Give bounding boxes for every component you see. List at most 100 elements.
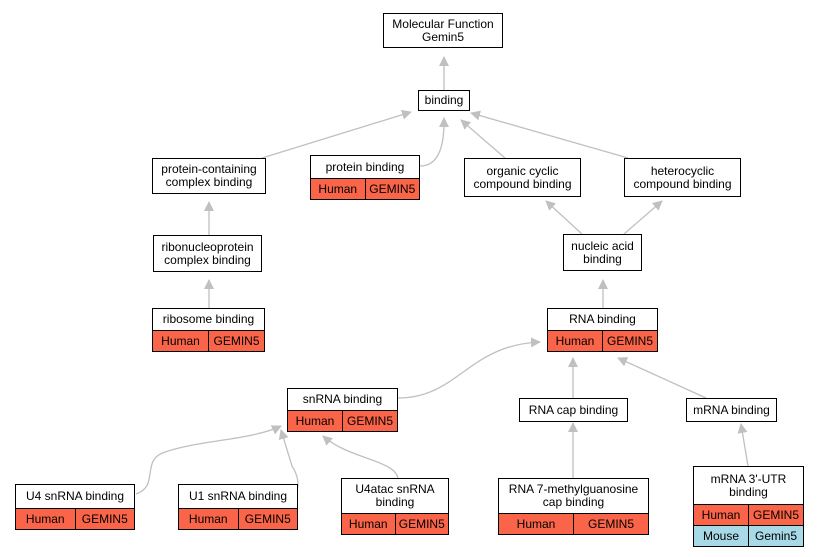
edge-heterocyclic-to-binding: [470, 110, 629, 159]
node-title-line: complex binding: [164, 252, 251, 267]
node-mrna-3utr-binding-title: mRNA 3'-UTR binding: [694, 467, 803, 504]
node-ribosome-binding-title: ribosome binding: [153, 309, 264, 330]
node-title-line: binding: [729, 484, 768, 499]
annotation-row-human: Human GEMIN5: [16, 508, 134, 529]
node-u4atac-snrna-binding-title: U4atac snRNA binding: [342, 479, 448, 513]
annotation-species: Human: [516, 517, 556, 531]
node-binding-title: binding: [419, 91, 469, 110]
node-u4atac-snrna-binding[interactable]: U4atac snRNA binding Human GEMIN5: [341, 478, 449, 535]
edge-snrna-to-rna-binding: [397, 337, 541, 399]
annotation-gene: GEMIN5: [364, 179, 420, 199]
node-snrna-binding[interactable]: snRNA binding Human GEMIN5: [287, 388, 398, 432]
node-u1-snrna-binding[interactable]: U1 snRNA binding Human GEMIN5: [178, 484, 298, 530]
node-rna-7-methylguanosine-cap-binding-title: RNA 7-methylguanosine cap binding: [499, 479, 648, 513]
node-rna-binding[interactable]: RNA binding Human GEMIN5: [547, 308, 658, 352]
edge-organic-cyclic-to-binding: [460, 119, 506, 159]
node-snrna-binding-title: snRNA binding: [288, 389, 397, 410]
annotation-gene: GEMIN5: [237, 509, 298, 529]
node-title-line: compound binding: [633, 176, 732, 191]
node-title-line: RNA 7-methylguanosine: [508, 482, 639, 496]
node-protein-binding-title: protein binding: [311, 156, 419, 178]
node-mrna-binding-title: mRNA binding: [687, 399, 776, 421]
node-mrna-3utr-binding[interactable]: mRNA 3'-UTR binding Human GEMIN5 Mouse G…: [693, 466, 804, 547]
annotation-species: Human: [555, 334, 595, 348]
annotation-species: Human: [318, 182, 358, 196]
node-title-line: Molecular Function: [392, 16, 494, 31]
node-ribosome-binding[interactable]: ribosome binding Human GEMIN5: [152, 308, 265, 352]
node-title-line: ribonucleoprotein: [161, 239, 254, 254]
node-rna-cap-binding[interactable]: RNA cap binding: [519, 398, 628, 422]
node-title-line: nucleic acid: [571, 238, 634, 253]
edge-u4atac-to-snrna: [322, 435, 399, 481]
node-title-line: binding: [424, 93, 464, 107]
edge-3utr-to-mrna: [737, 423, 749, 467]
annotation-species: Human: [348, 517, 388, 531]
node-u1-snrna-binding-title: U1 snRNA binding: [179, 485, 297, 508]
node-title-line: Gemin5: [421, 29, 465, 44]
node-rna-binding-title: RNA binding: [548, 309, 657, 330]
node-molecular-function-title: Molecular Function Gemin5: [384, 14, 502, 47]
node-title-line: U1 snRNA binding: [188, 489, 288, 503]
annotation-row-human: Human GEMIN5: [342, 513, 448, 534]
node-organic-cyclic-compound-binding-title: organic cyclic compound binding: [465, 159, 580, 196]
node-title-line: ribosome binding: [162, 312, 255, 326]
node-heterocyclic-compound-binding-title: heterocyclic compound binding: [625, 159, 740, 196]
node-title-line: snRNA binding: [302, 392, 383, 406]
node-title-line: U4 snRNA binding: [25, 489, 125, 503]
annotation-species: Human: [701, 508, 741, 522]
node-title-line: compound binding: [473, 176, 572, 191]
annotation-row-human: Human GEMIN5: [499, 513, 648, 534]
node-title-line: mRNA binding: [693, 402, 770, 417]
annotation-row-human: Human GEMIN5: [153, 330, 264, 351]
node-nucleic-acid-binding[interactable]: nucleic acid binding: [563, 234, 642, 271]
node-title-line: mRNA 3'-UTR: [710, 471, 787, 486]
annotation-row-human: Human GEMIN5: [548, 330, 657, 351]
annotation-species: Human: [295, 414, 335, 428]
annotation-gene: Gemin5: [748, 526, 803, 546]
annotation-row-human: Human GEMIN5: [694, 504, 803, 525]
node-title-line: U4atac snRNA: [355, 482, 435, 496]
node-title-line: organic cyclic: [486, 163, 559, 178]
annotation-species: Human: [161, 334, 200, 348]
node-title-line: RNA cap binding: [528, 402, 619, 417]
annotation-gene: GEMIN5: [342, 411, 397, 431]
node-nucleic-acid-binding-title: nucleic acid binding: [564, 235, 641, 270]
node-protein-binding[interactable]: protein binding Human GEMIN5: [310, 155, 420, 200]
annotation-gene: GEMIN5: [394, 514, 449, 534]
node-title-line: binding: [583, 251, 622, 266]
node-ribonucleoprotein-complex-binding[interactable]: ribonucleoprotein complex binding: [153, 235, 262, 272]
annotation-row-human: Human GEMIN5: [179, 508, 297, 529]
node-protein-containing-complex-binding[interactable]: protein-containing complex binding: [152, 158, 266, 194]
node-u4-snrna-binding[interactable]: U4 snRNA binding Human GEMIN5: [15, 484, 135, 530]
node-ribonucleoprotein-complex-binding-title: ribonucleoprotein complex binding: [154, 236, 261, 271]
annotation-gene: GEMIN5: [74, 509, 135, 529]
annotation-species: Human: [25, 512, 65, 526]
node-heterocyclic-compound-binding[interactable]: heterocyclic compound binding: [624, 158, 741, 197]
node-organic-cyclic-compound-binding[interactable]: organic cyclic compound binding: [464, 158, 581, 197]
node-title-line: binding: [375, 495, 415, 509]
annotation-gene: GEMIN5: [208, 331, 264, 351]
annotation-species: Mouse: [702, 529, 740, 543]
annotation-gene: GEMIN5: [602, 331, 657, 351]
edge-protein-binding-to-binding: [419, 117, 449, 167]
node-protein-containing-complex-binding-title: protein-containing complex binding: [153, 159, 265, 193]
annotation-row-human: Human GEMIN5: [311, 178, 419, 199]
edge-nucleic-acid-to-heterocyclic: [623, 200, 663, 235]
annotation-gene: GEMIN5: [573, 514, 648, 534]
node-title-line: complex binding: [165, 175, 253, 189]
annotation-species: Human: [188, 512, 228, 526]
edge-protein-containing-complex-to-binding: [261, 109, 412, 159]
node-title-line: RNA binding: [569, 312, 636, 326]
node-title-line: cap binding: [542, 495, 605, 509]
annotation-row-human: Human GEMIN5: [288, 410, 397, 431]
node-rna-cap-binding-title: RNA cap binding: [520, 399, 627, 421]
node-rna-7-methylguanosine-cap-binding[interactable]: RNA 7-methylguanosine cap binding Human …: [498, 478, 649, 535]
node-molecular-function[interactable]: Molecular Function Gemin5: [383, 13, 503, 48]
node-mrna-binding[interactable]: mRNA binding: [686, 398, 777, 422]
node-title-line: protein-containing: [161, 162, 257, 176]
node-title-line: heterocyclic: [650, 163, 715, 178]
node-u4-snrna-binding-title: U4 snRNA binding: [16, 485, 134, 508]
edge-mrna-to-rna-binding: [617, 357, 707, 399]
node-title-line: protein binding: [325, 159, 405, 174]
node-binding[interactable]: binding: [418, 90, 470, 111]
